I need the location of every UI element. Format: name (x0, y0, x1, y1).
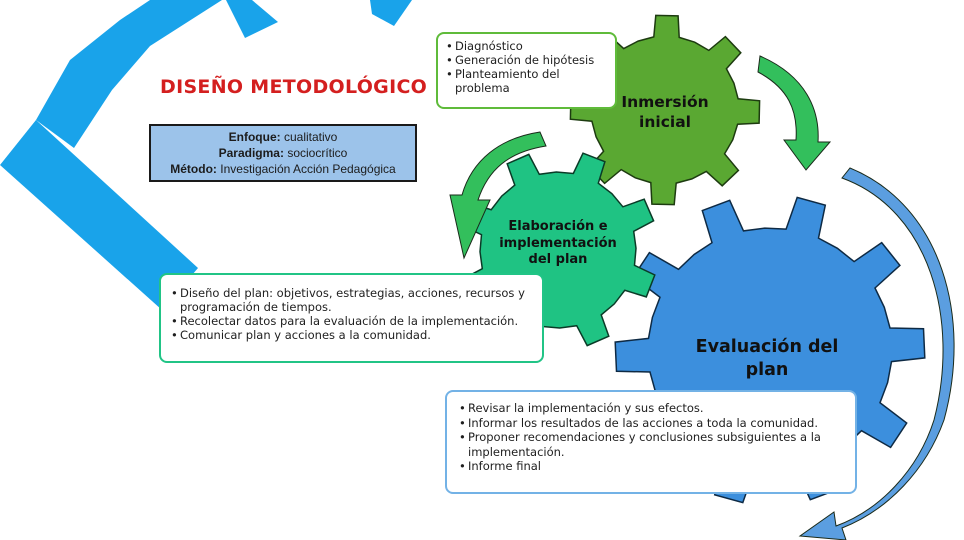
watermark-stroke-left (0, 120, 198, 310)
elaboracion-list-box: Diseño del plan: objetivos, estrategias,… (159, 273, 544, 363)
evaluacion-list-item: Revisar la implementación y sus efectos. (459, 401, 849, 416)
inmersion-list-item: Generación de hipótesis (446, 53, 611, 67)
inmersion-list: DiagnósticoGeneración de hipótesisPlante… (446, 39, 611, 95)
metodo-line: Método: Investigación Acción Pedagógica (170, 162, 396, 176)
watermark-stroke-top-mid (226, 0, 278, 38)
watermark-shape (0, 0, 412, 310)
evaluacion-list-item: Proponer recomendaciones y conclusiones … (459, 430, 849, 459)
paradigma-line: Paradigma: sociocrítico (218, 146, 348, 160)
inmersion-list-item: Planteamiento del problema (446, 67, 611, 95)
watermark-stroke-top-left (36, 0, 222, 148)
enfoque-line: Enfoque: cualitativo (228, 130, 338, 144)
evaluacion-gear-label: Evaluación del plan (695, 337, 839, 380)
elaboracion-gear-label: Elaboración e implementación del plan (499, 219, 617, 267)
elaboracion-list-item: Recolectar datos para la evaluación de l… (171, 314, 536, 328)
evaluacion-list-box: Revisar la implementación y sus efectos.… (445, 390, 857, 494)
inmersion-gear-label: Inmersión inicial (621, 93, 709, 131)
green-curved-arrow-top (757, 55, 832, 171)
inmersion-list-box: DiagnósticoGeneración de hipótesisPlante… (436, 32, 617, 109)
page-title: DISEÑO METODOLÓGICO (160, 76, 428, 98)
elaboracion-list: Diseño del plan: objetivos, estrategias,… (171, 286, 536, 342)
evaluacion-list: Revisar la implementación y sus efectos.… (459, 401, 849, 474)
evaluacion-list-item: Informar los resultados de las acciones … (459, 416, 849, 431)
elaboracion-list-item: Diseño del plan: objetivos, estrategias,… (171, 286, 536, 314)
watermark-stroke-top-right (370, 0, 412, 26)
methodology-box: Enfoque: cualitativo Paradigma: sociocrí… (149, 124, 417, 182)
evaluacion-list-item: Informe final (459, 459, 849, 474)
elaboracion-list-item: Comunicar plan y acciones a la comunidad… (171, 328, 536, 342)
green-curved-arrow-middle (449, 131, 547, 260)
blue-curved-arrow (798, 167, 955, 540)
inmersion-list-item: Diagnóstico (446, 39, 611, 53)
